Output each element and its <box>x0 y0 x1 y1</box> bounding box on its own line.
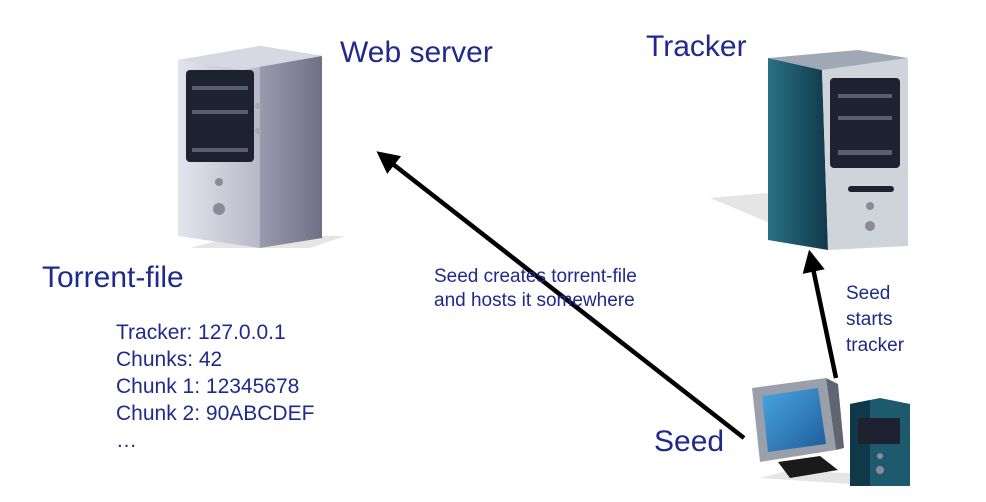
seed-computer-icon <box>752 378 910 486</box>
tracker-server-icon <box>710 50 908 250</box>
torrent-line: Chunk 2: 90ABCDEF <box>116 402 315 425</box>
annotation-line: Seed creates torrent-file <box>434 266 637 287</box>
seed-label: Seed <box>654 425 725 458</box>
seed-creates-annotation: Seed creates torrent-file and hosts it s… <box>434 265 637 313</box>
torrent-file-contents: Tracker: 127.0.0.1 Chunks: 42 Chunk 1: 1… <box>116 319 314 454</box>
torrent-file-label: Torrent-file <box>42 261 184 294</box>
seed-starts-annotation: Seed starts tracker <box>846 281 904 359</box>
torrent-line: Tracker: 127.0.0.1 <box>116 321 286 344</box>
annotation-line: Seed <box>846 283 891 304</box>
torrent-line: … <box>116 429 137 452</box>
arrow-seed-to-webserver <box>376 151 746 440</box>
web-server-icon <box>178 46 345 248</box>
tracker-label: Tracker <box>646 30 747 63</box>
arrow-seed-to-tracker <box>802 249 839 379</box>
annotation-line: tracker <box>846 335 905 356</box>
torrent-line: Chunk 1: 12345678 <box>116 375 300 398</box>
web-server-label: Web server <box>340 36 493 69</box>
annotation-line: and hosts it somewhere <box>434 290 635 311</box>
annotation-line: starts <box>846 309 893 330</box>
torrent-line: Chunks: 42 <box>116 348 223 371</box>
